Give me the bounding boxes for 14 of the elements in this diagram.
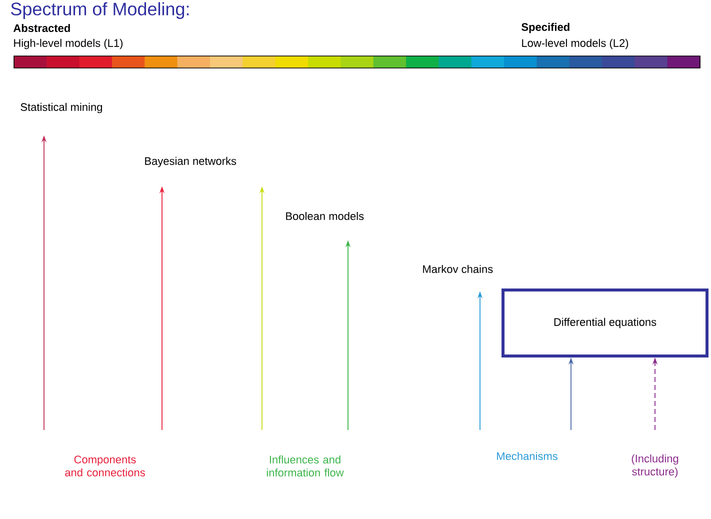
title: Spectrum of Modeling: [11, 2, 189, 19]
heading: Specified [522, 22, 570, 34]
label: High-level models (L1) [14, 38, 123, 50]
model-box: Differential equations [502, 288, 708, 358]
label: Low-level models (L2) [522, 38, 628, 50]
model-label: Markov chains [423, 264, 493, 274]
heading: Abstracted [13, 24, 70, 32]
model-label: Bayesian networks [145, 156, 236, 168]
label: (Including structure) [632, 454, 678, 478]
label: Mechanisms [497, 452, 558, 460]
model-label: Boolean models [286, 212, 364, 220]
label: Components and connections [65, 456, 145, 476]
model-label: Statistical mining [20, 102, 102, 114]
label: Influences and information flow [266, 455, 344, 477]
